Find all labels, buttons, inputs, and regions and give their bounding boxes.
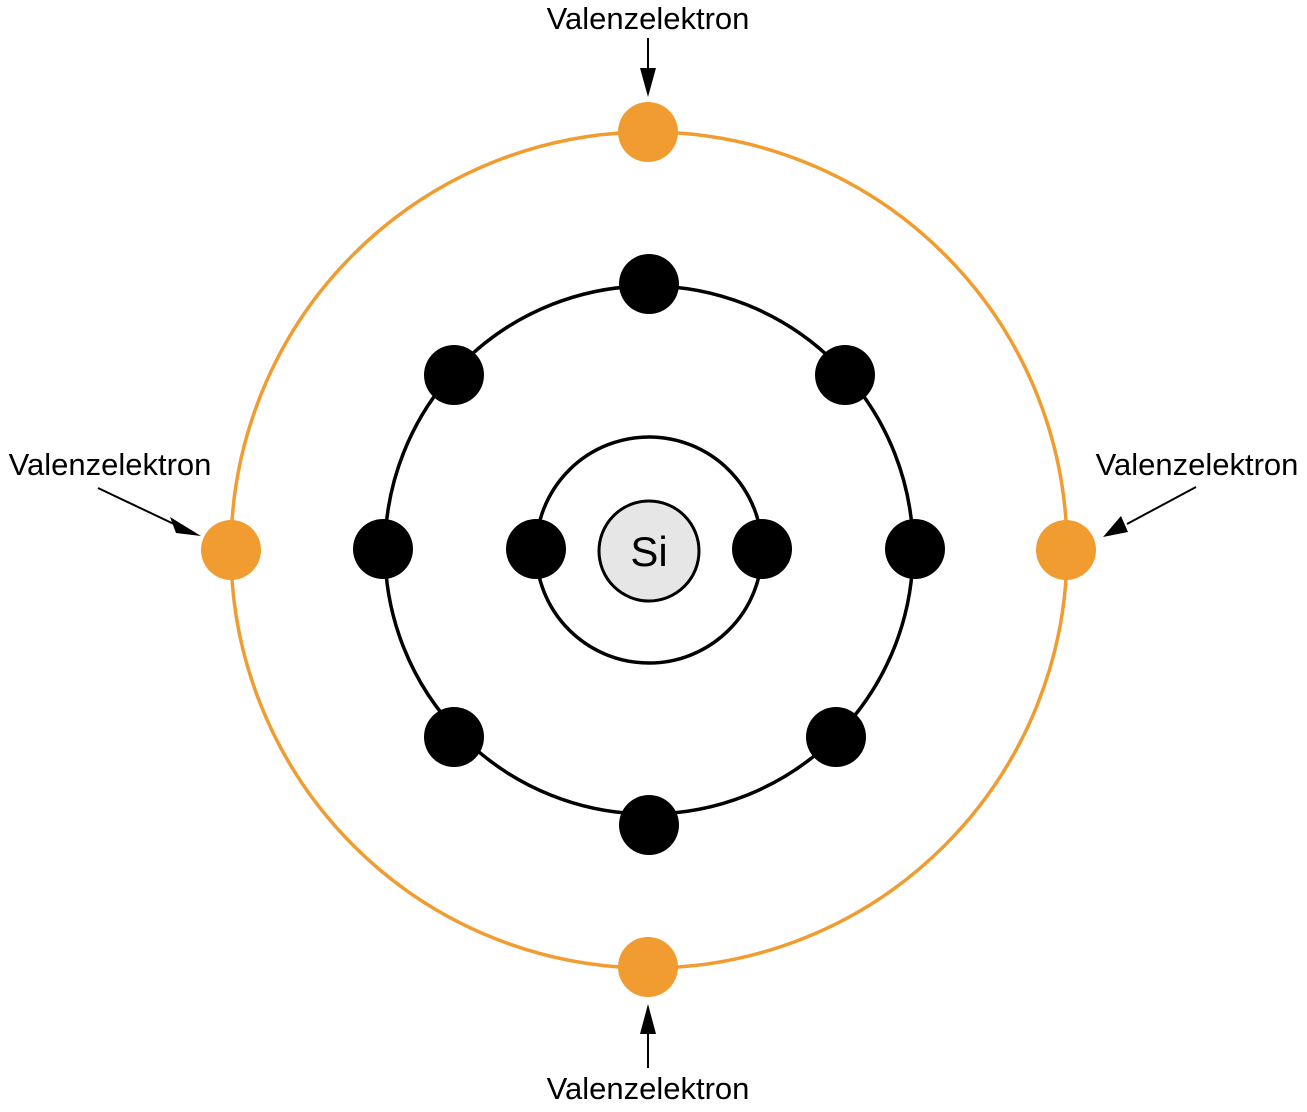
arrow-bottom — [640, 1004, 656, 1068]
electron — [885, 519, 945, 579]
electron — [506, 519, 566, 579]
label-valence-right: Valenzelektron — [1096, 447, 1299, 482]
electron — [619, 795, 679, 855]
label-valence-bottom: Valenzelektron — [547, 1071, 750, 1106]
nucleus — [597, 499, 701, 603]
electron — [353, 519, 413, 579]
arrow-left — [97, 487, 201, 536]
valence-electron-left — [201, 520, 261, 580]
arrow-right — [1103, 486, 1197, 537]
valence-electron-right — [1036, 520, 1096, 580]
valence-electron-top — [618, 102, 678, 162]
electron — [732, 519, 792, 579]
electron — [424, 345, 484, 405]
valence-electron-bottom — [618, 937, 678, 997]
nucleus-symbol: Si — [630, 528, 667, 575]
electron — [806, 707, 866, 767]
electron — [424, 707, 484, 767]
electron — [815, 345, 875, 405]
label-valence-left: Valenzelektron — [9, 447, 212, 482]
electron — [619, 254, 679, 314]
label-valence-top: Valenzelektron — [547, 1, 750, 36]
arrow-top — [640, 38, 656, 97]
